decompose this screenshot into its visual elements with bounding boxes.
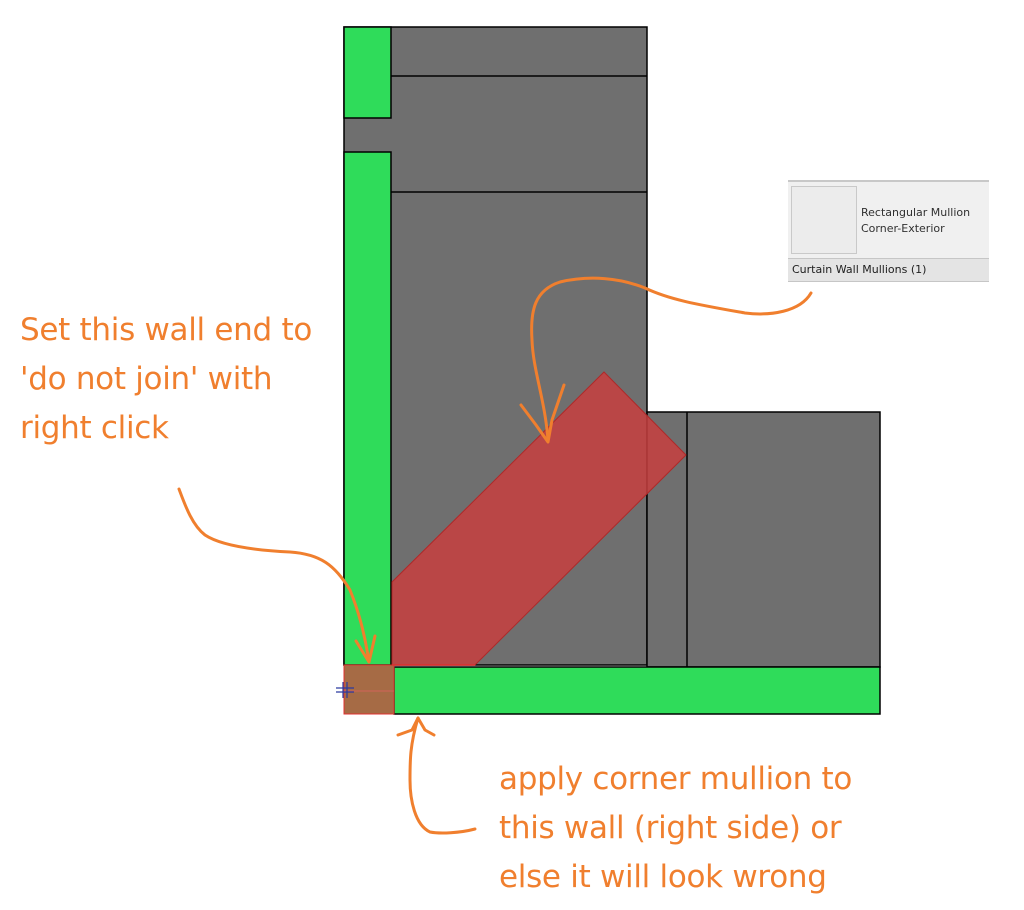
type-selector-panel[interactable]: Rectangular Mullion Corner-Exterior Curt… (788, 180, 989, 282)
arrow-to-mullion-icon (530, 276, 813, 442)
arrow-to-bottom-wall-head-icon (396, 716, 436, 737)
annotation-line: 'do not join' with (20, 361, 273, 397)
annotation-line: right click (20, 410, 169, 446)
corner-mullion-highlight[interactable] (391, 371, 687, 666)
crosshair-cursor-icon (336, 682, 354, 698)
corner-wall-end-selected[interactable] (343, 664, 395, 715)
annotation-line: else it will look wrong (499, 859, 827, 895)
arrow-to-wall-end-icon (177, 487, 371, 664)
type-type-label: Corner-Exterior (861, 222, 945, 235)
annotation-line: apply corner mullion to (499, 761, 853, 797)
bottom-curtain-wall[interactable] (393, 666, 881, 715)
arrow-to-wall-end-head-icon (354, 634, 377, 664)
annotation-do-not-join: Set this wall end to 'do not join' with … (20, 306, 312, 453)
category-filter-dropdown[interactable]: Curtain Wall Mullions (1) (788, 258, 989, 282)
left-wall-upper-segment[interactable] (343, 26, 392, 119)
type-name[interactable]: Rectangular Mullion Corner-Exterior (861, 205, 970, 237)
arrow-to-mullion-head-icon (519, 383, 566, 444)
type-preview-thumbnail (791, 186, 857, 254)
arrow-to-bottom-wall-icon (408, 716, 477, 835)
annotation-line: Set this wall end to (20, 312, 312, 348)
annotation-apply-corner-mullion: apply corner mullion to this wall (right… (499, 755, 852, 902)
left-wall-lower-segment[interactable] (343, 151, 392, 666)
annotation-line: this wall (right side) or (499, 810, 842, 846)
type-family-label: Rectangular Mullion (861, 206, 971, 219)
